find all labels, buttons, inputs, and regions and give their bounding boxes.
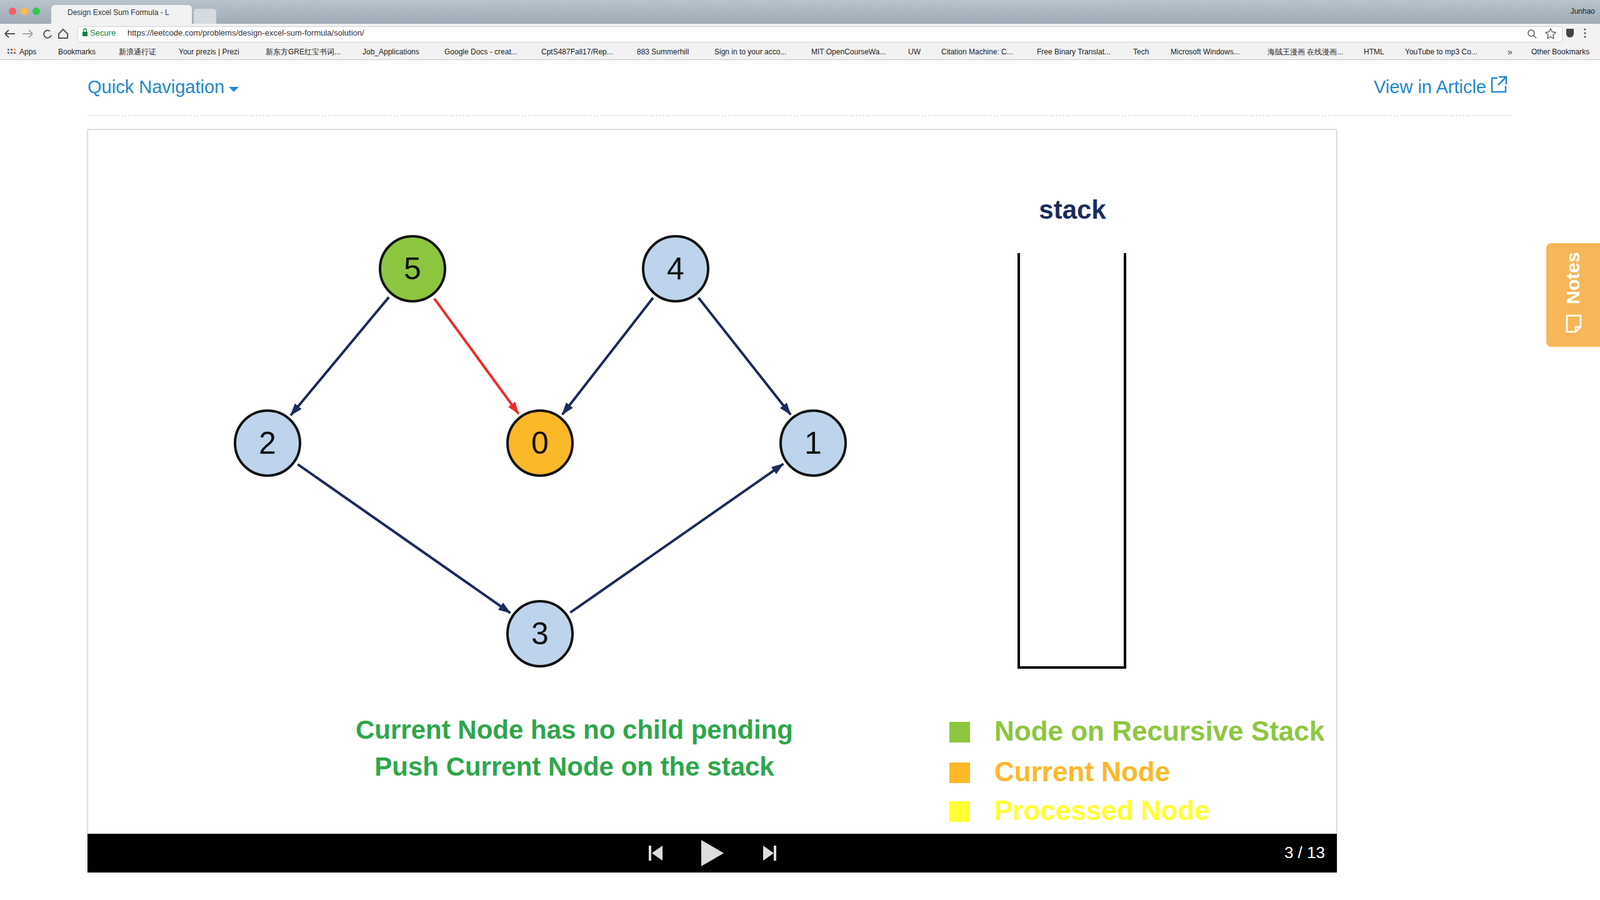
graph-edge [570, 463, 784, 613]
legend-swatch [949, 762, 970, 784]
stack-title: stack [1038, 195, 1106, 225]
secure-badge: Secure [90, 28, 116, 39]
graph-node: 3 [505, 599, 575, 669]
graph-edge [698, 297, 792, 415]
bookmark: Apps [19, 48, 37, 57]
bookmark: Sign in to your acco... [714, 48, 787, 57]
legend-text: Current Node [994, 756, 1170, 789]
graph-node: 1 [778, 408, 848, 478]
node-content: 4 [641, 234, 710, 304]
graph-edge [290, 296, 389, 415]
bookmark: Bookmarks [58, 48, 96, 57]
notes-icon [1565, 313, 1583, 334]
overflow-chevron: » [1507, 46, 1513, 57]
node-number: 1 [804, 425, 822, 462]
node-content: 3 [505, 599, 575, 669]
bookmark: Google Docs - creat... [444, 48, 518, 57]
node-content: 0 [505, 408, 575, 478]
graph-node: 0 [505, 408, 575, 478]
slide-caption: Push Current Node on the stack [374, 751, 774, 782]
node-number: 4 [666, 250, 685, 287]
bookmark: Your prezis | Prezi [178, 48, 240, 57]
node-content: 1 [778, 408, 848, 478]
inactive-tab [193, 8, 217, 24]
user-name: Junhao [1570, 7, 1595, 17]
graph-node: 4 [641, 234, 710, 304]
node-content: 5 [378, 234, 447, 304]
notes-label: Notes [1562, 251, 1585, 304]
bookmark: MIT OpenCourseWa... [811, 48, 886, 57]
bookmark: Job_Applications [362, 48, 420, 57]
graph-edge [562, 298, 654, 415]
node-content: 2 [233, 408, 302, 478]
nav-link: Quick Navigation [87, 76, 225, 98]
node-number: 5 [403, 250, 422, 287]
tab-title: Design Excel Sum Formula - L [67, 8, 170, 18]
bookmark: Citation Machine: C... [941, 48, 1014, 57]
bookmark: 新东方GRE红宝书词... [265, 48, 341, 57]
bookmark: 海賊王漫画 在线漫画... [1267, 48, 1344, 57]
tab-strip [0, 0, 1600, 24]
node-number: 0 [531, 425, 549, 462]
bookmark: UW [908, 48, 921, 57]
legend-text: Processed Node [994, 795, 1210, 827]
bookmark: YouTube to mp3 Co... [1405, 48, 1478, 57]
bookmark: Microsoft Windows... [1170, 48, 1240, 57]
legend-swatch [949, 801, 970, 822]
bookmark: Free Binary Translat... [1036, 48, 1111, 57]
slide-caption: Current Node has no child pending [355, 715, 794, 745]
slide-counter: 3 / 13 [1284, 843, 1325, 863]
legend-swatch [949, 721, 970, 743]
node-number: 2 [258, 425, 277, 462]
legend-text: Node on Recursive Stack [994, 715, 1325, 748]
article-link: View in Article [1373, 76, 1487, 98]
bookmark: 883 Summerhill [636, 48, 689, 57]
url-text: https://leetcode.com/problems/design-exc… [127, 28, 365, 39]
node-number: 3 [531, 615, 549, 652]
graph-node: 5 [378, 234, 447, 304]
graph-node: 2 [233, 408, 302, 478]
bookmark: CptS487Fall17/Rep... [541, 48, 614, 57]
bookmark: Tech [1133, 48, 1149, 57]
bookmark: HTML [1363, 48, 1385, 57]
bookmark: Other Bookmarks [1531, 48, 1590, 57]
graph-edge [297, 464, 510, 614]
bookmark: 新浪通行证 [118, 48, 157, 57]
graph-edge [434, 298, 519, 415]
